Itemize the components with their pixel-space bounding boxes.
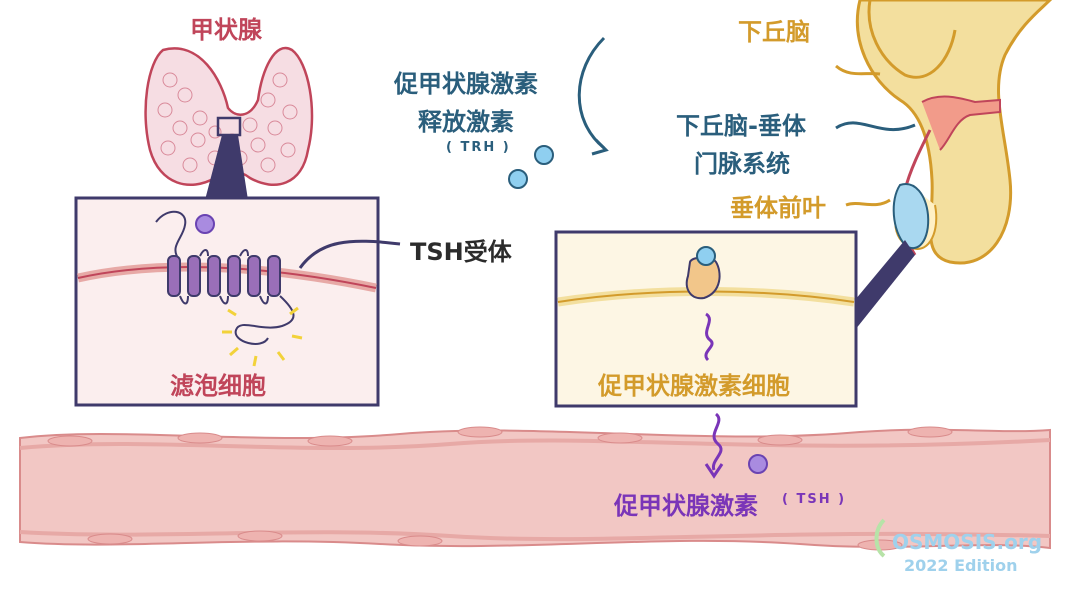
trh-abbreviation: ( TRH ) (446, 140, 511, 155)
trh-arrowhead (591, 138, 609, 156)
tsh-arrow (711, 412, 723, 471)
thyrotroph-cell-inset (554, 230, 915, 408)
trh-molecule (534, 145, 554, 165)
tsh-label: 促甲状腺激素 (614, 492, 758, 520)
anterior-pituitary-label: 垂体前叶 (730, 194, 826, 222)
trh-label-line2: 释放激素 (418, 108, 514, 136)
tsh-arrowhead (704, 463, 724, 479)
pituitary-pointer (845, 198, 891, 207)
portal-system-label-line1: 下丘脑-垂体 (676, 112, 806, 140)
blood-vessel (19, 426, 1051, 551)
tsh-molecule (195, 214, 215, 234)
trh-molecule (508, 169, 528, 189)
portal-pointer (835, 121, 916, 131)
trh-label-line1: 促甲状腺激素 (394, 70, 538, 98)
thyroid-gland (144, 46, 314, 200)
edition-label: 2022 Edition (904, 556, 1018, 575)
hypothalamus-label: 下丘脑 (738, 18, 810, 46)
follicular-cell-inset (74, 196, 380, 407)
tsh-receptor (155, 210, 295, 345)
receptor-pointer (298, 239, 401, 269)
tsh-molecule (748, 454, 768, 474)
pituitary-gland (855, 0, 1053, 265)
portal-system-label-line2: 门脉系统 (694, 150, 790, 178)
osmosis-brand: OSMOSIS.org (892, 530, 1043, 554)
follicular-cell-label: 滤泡细胞 (170, 372, 266, 400)
osmosis-logo-icon (874, 518, 886, 558)
trh-arrow (577, 36, 606, 150)
tsh-receptor-label: TSH受体 (410, 238, 512, 266)
thyrotroph-cell-label: 促甲状腺激素细胞 (598, 372, 790, 400)
activation-burst (222, 306, 303, 367)
thyroid-label: 甲状腺 (190, 16, 262, 44)
tsh-abbreviation: ( TSH ) (782, 492, 847, 507)
hypothalamus-pointer (835, 64, 881, 76)
